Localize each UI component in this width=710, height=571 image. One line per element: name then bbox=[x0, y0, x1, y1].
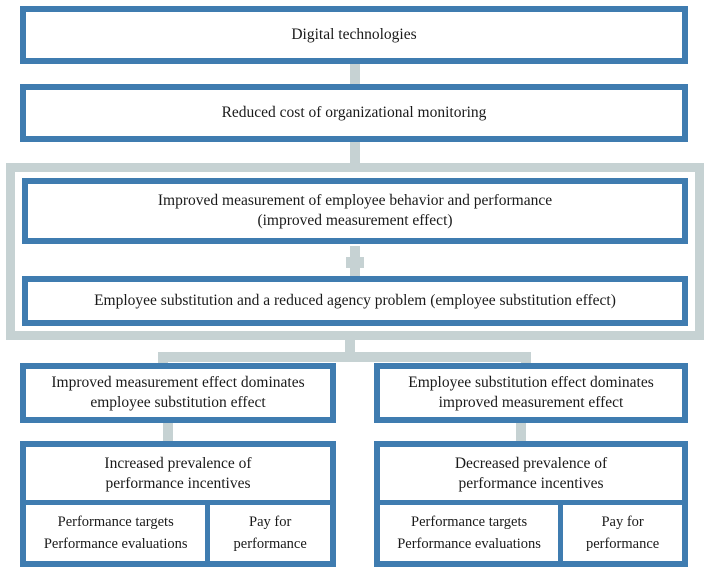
right-instrument-targets: Performance targets bbox=[411, 513, 528, 530]
arrow-shaft bbox=[516, 423, 526, 442]
node-right-outcome-header: Decreased prevalence of performance ince… bbox=[380, 447, 682, 500]
left-instrument-pay-line2: performance bbox=[233, 536, 307, 552]
left-instrument-targets-cell: Performance targets Performance evaluati… bbox=[26, 505, 206, 561]
left-instrument-evaluations: Performance evaluations bbox=[43, 536, 188, 552]
node-improved-measurement-label: Improved measurement of employee behavio… bbox=[148, 191, 562, 231]
node-left-outcome-line1: Increased prevalence of bbox=[104, 454, 252, 472]
node-left-outcome-line2: performance incentives bbox=[105, 474, 251, 492]
right-instruments-row: Performance targets Performance evaluati… bbox=[380, 505, 682, 561]
node-left-outcome-label: Increased prevalence of performance ince… bbox=[104, 454, 251, 494]
split-connector-stem bbox=[345, 340, 355, 362]
node-employee-substitution-label: Employee substitution and a reduced agen… bbox=[94, 292, 616, 310]
left-instrument-targets: Performance targets bbox=[57, 513, 174, 530]
left-instruments-row: Performance targets Performance evaluati… bbox=[26, 505, 330, 561]
node-right-branch-label: Employee substitution effect dominates i… bbox=[398, 373, 664, 413]
arrow-shaft bbox=[350, 64, 360, 85]
node-employee-substitution: Employee substitution and a reduced agen… bbox=[22, 276, 688, 326]
node-improved-measurement-line2: (improved measurement effect) bbox=[257, 212, 453, 229]
node-reduced-cost: Reduced cost of organizational monitorin… bbox=[20, 84, 688, 142]
node-right-outcome-line2: performance incentives bbox=[458, 474, 604, 492]
node-right-branch-line1: Employee substitution effect dominates bbox=[408, 374, 654, 392]
right-instrument-targets-cell: Performance targets Performance evaluati… bbox=[380, 505, 559, 561]
right-instrument-pay-line2: performance bbox=[585, 536, 660, 552]
node-left-branch-dominates: Improved measurement effect dominates em… bbox=[20, 363, 336, 423]
node-left-outcome-header: Increased prevalence of performance ince… bbox=[26, 447, 330, 500]
plus-horizontal-bar bbox=[346, 257, 364, 268]
node-digital-technologies: Digital technologies bbox=[20, 6, 688, 64]
node-right-branch-line2: improved measurement effect bbox=[438, 394, 624, 411]
arrow-shaft bbox=[350, 142, 360, 163]
node-right-outcome-line1: Decreased prevalence of bbox=[454, 454, 608, 472]
node-right-branch-dominates: Employee substitution effect dominates i… bbox=[374, 363, 688, 423]
arrow-shaft bbox=[163, 423, 173, 442]
right-instrument-pay-line1: Pay for bbox=[601, 513, 644, 530]
left-instrument-pay-cell: Pay for performance bbox=[210, 505, 330, 561]
node-right-outcome-group: Decreased prevalence of performance ince… bbox=[374, 441, 688, 567]
node-improved-measurement: Improved measurement of employee behavio… bbox=[22, 178, 688, 244]
split-connector-bar bbox=[158, 352, 531, 362]
node-left-branch-line1: Improved measurement effect dominates bbox=[51, 374, 305, 392]
node-right-outcome-label: Decreased prevalence of performance ince… bbox=[455, 454, 607, 494]
node-reduced-cost-label: Reduced cost of organizational monitorin… bbox=[221, 104, 487, 122]
node-left-outcome-group: Increased prevalence of performance ince… bbox=[20, 441, 336, 567]
left-instrument-pay-line1: Pay for bbox=[249, 513, 292, 530]
right-instrument-pay-cell: Pay for performance bbox=[563, 505, 682, 561]
node-left-branch-label: Improved measurement effect dominates em… bbox=[41, 373, 314, 413]
node-improved-measurement-line1: Improved measurement of employee behavio… bbox=[157, 192, 553, 210]
node-left-branch-line2: employee substitution effect bbox=[90, 394, 266, 411]
right-instrument-evaluations: Performance evaluations bbox=[397, 536, 541, 552]
node-digital-technologies-label: Digital technologies bbox=[291, 26, 417, 44]
plus-connector-icon bbox=[346, 246, 364, 282]
